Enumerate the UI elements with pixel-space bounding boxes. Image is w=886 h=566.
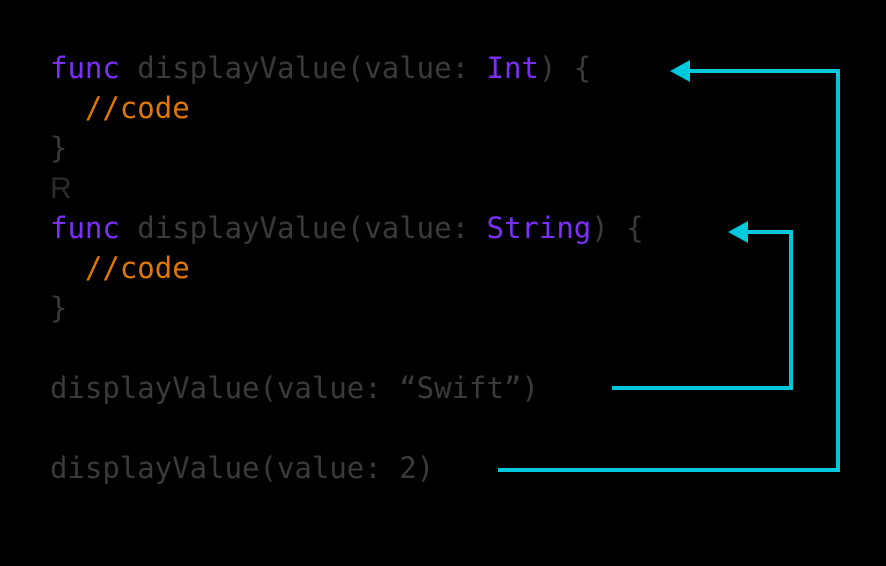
- blank-line-token-0: [50, 331, 67, 365]
- func-declaration-string-token-3: ) {: [591, 211, 644, 245]
- func-declaration-int-token-0: func: [50, 51, 120, 85]
- func-declaration-string-token-0: func: [50, 211, 120, 245]
- func-declaration-int-token-2: Int: [486, 51, 539, 85]
- call-with-int-argument: displayValue(value: 2): [50, 448, 840, 488]
- blank-line: [50, 328, 840, 368]
- call-with-string-argument: displayValue(value: “Swift”): [50, 368, 840, 408]
- stray-character-r: R: [50, 168, 840, 208]
- func-declaration-int: func displayValue(value: Int) {: [50, 48, 840, 88]
- func-declaration-string-token-2: String: [486, 211, 592, 245]
- comment-line-int-body: //code: [50, 88, 840, 128]
- comment-line-string-body: //code: [50, 248, 840, 288]
- func-declaration-string-token-1: displayValue(value:: [119, 211, 487, 245]
- closing-brace-string: }: [50, 288, 840, 328]
- stray-character-r-token-0: R: [50, 172, 72, 205]
- call-with-string-argument-token-0: displayValue(value: “Swift”): [50, 371, 539, 405]
- blank-line-token-0: [50, 411, 67, 445]
- func-declaration-int-token-1: displayValue(value:: [119, 51, 487, 85]
- func-declaration-int-token-3: ) {: [538, 51, 592, 85]
- func-declaration-string: func displayValue(value: String) {: [50, 208, 840, 248]
- comment-line-int-body-token-0: //code: [50, 91, 190, 125]
- comment-line-string-body-token-0: //code: [50, 251, 190, 285]
- blank-line: [50, 408, 840, 448]
- closing-brace-int-token-0: }: [50, 131, 68, 165]
- closing-brace-int: }: [50, 128, 840, 168]
- code-block: func displayValue(value: Int) { //code}R…: [50, 48, 840, 488]
- closing-brace-string-token-0: }: [50, 291, 68, 325]
- call-with-int-argument-token-0: displayValue(value: 2): [50, 451, 435, 485]
